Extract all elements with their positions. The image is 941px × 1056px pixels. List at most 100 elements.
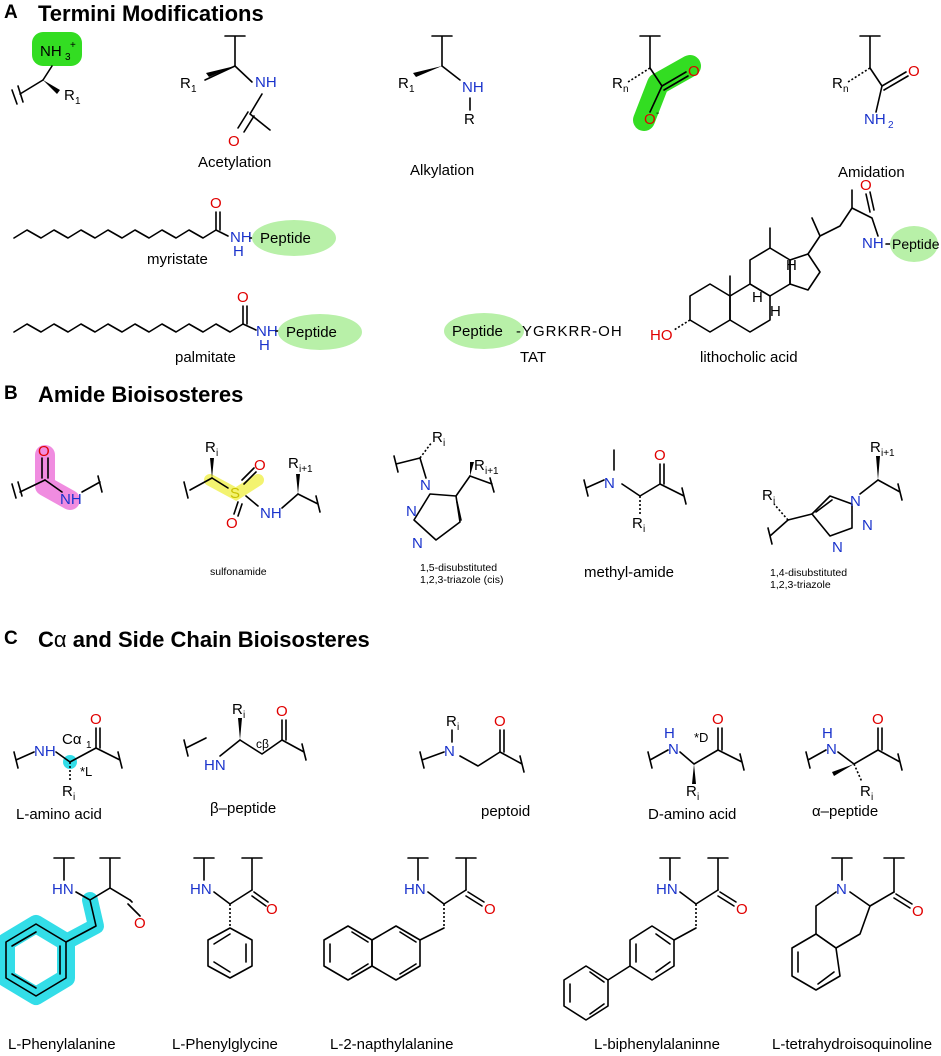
svg-text:O: O — [134, 915, 146, 932]
svg-text:O: O — [712, 711, 724, 728]
structure-n-terminus-free: NH 3 + R 1 — [11, 32, 82, 107]
svg-text:O: O — [90, 711, 102, 728]
svg-text:cβ: cβ — [256, 737, 269, 751]
structure-l-phenylglycine: HN O — [190, 857, 278, 979]
svg-text:R: R — [180, 75, 191, 92]
svg-text:Peptide: Peptide — [452, 323, 503, 340]
svg-text:H: H — [822, 725, 833, 742]
svg-text:N: N — [836, 881, 847, 898]
svg-text:O: O — [484, 901, 496, 918]
panel-a-letter: A — [4, 2, 18, 23]
panel-b-letter: B — [4, 383, 18, 404]
svg-text:NH: NH — [256, 323, 278, 340]
label-amidation: Amidation — [838, 164, 905, 181]
structure-methyl-amide: N R i O — [583, 447, 687, 535]
svg-text:NH: NH — [862, 235, 884, 252]
structure-lithocholic-acid: O NH Peptide H H H HO — [650, 177, 940, 344]
svg-text:NH: NH — [60, 491, 82, 508]
structure-palmitate: O NH H Peptide — [13, 289, 362, 354]
svg-text:NH: NH — [255, 74, 277, 91]
svg-text:O: O — [912, 903, 924, 920]
structure-myristate: O NH H Peptide — [13, 195, 336, 260]
panel-b-title: Amide Bioisosteres — [38, 382, 244, 407]
svg-text:NH: NH — [230, 229, 252, 246]
svg-text:i: i — [457, 722, 459, 733]
svg-text:N: N — [668, 741, 679, 758]
svg-text:n: n — [623, 84, 629, 95]
svg-text:N: N — [862, 517, 873, 534]
svg-text:R: R — [870, 439, 881, 456]
svg-text:O: O — [860, 177, 872, 194]
svg-text:2: 2 — [888, 120, 894, 131]
label-sulfonamide: sulfonamide — [210, 566, 267, 578]
tat-sequence: -YGRKRR-OH — [516, 323, 623, 340]
svg-text:H: H — [786, 257, 797, 274]
structure-l-amino-acid: NH O Cα 1 R i *L — [13, 711, 123, 803]
svg-text:R: R — [686, 783, 697, 800]
svg-text:O: O — [237, 289, 249, 306]
label-lithocholic-acid: lithocholic acid — [700, 349, 798, 366]
svg-text:Cα: Cα — [62, 731, 82, 748]
svg-text:NH: NH — [462, 79, 484, 96]
svg-text:O: O — [908, 63, 920, 80]
label-methyl-amide: methyl-amide — [584, 564, 675, 581]
svg-text:O: O — [736, 901, 748, 918]
svg-text:O: O — [266, 901, 278, 918]
svg-text:O: O — [276, 703, 288, 720]
label-beta-peptide: β–peptide — [210, 800, 277, 817]
svg-text:i: i — [697, 792, 699, 803]
svg-text:R: R — [632, 515, 643, 532]
svg-text:Peptide: Peptide — [260, 230, 311, 247]
svg-text:i+1: i+1 — [299, 464, 313, 475]
svg-text:R: R — [62, 783, 73, 800]
label-triazole-14-line1: 1,4-disubstituted — [770, 567, 848, 579]
svg-text:i+1: i+1 — [485, 466, 499, 477]
svg-text:HN: HN — [52, 881, 74, 898]
structure-peptoid: N R i O — [419, 713, 525, 773]
svg-text:N: N — [420, 477, 431, 494]
svg-text:HN: HN — [404, 881, 426, 898]
label-triazole-15-line2: 1,2,3-triazole (cis) — [420, 574, 504, 586]
svg-text:O: O — [494, 713, 506, 730]
svg-text:N: N — [406, 503, 417, 520]
svg-text:1: 1 — [86, 740, 92, 751]
structure-l-tetrahydroisoquinoline: N O — [791, 857, 924, 991]
svg-text:N: N — [412, 535, 423, 552]
structure-amide: O NH — [11, 443, 103, 510]
svg-text:R: R — [832, 75, 843, 92]
svg-text:1: 1 — [409, 84, 415, 95]
svg-text:O: O — [254, 457, 266, 474]
svg-text:NH: NH — [864, 111, 886, 128]
svg-text:i: i — [643, 524, 645, 535]
svg-text:HN: HN — [656, 881, 678, 898]
label-alpha-peptide: α–peptide — [812, 803, 879, 820]
svg-text:H: H — [259, 337, 270, 354]
label-l-tetrahydroisoquinoline: L-tetrahydroisoquinoline — [772, 1036, 933, 1053]
svg-text:1: 1 — [191, 84, 197, 95]
svg-text:NH: NH — [260, 505, 282, 522]
svg-text:*L: *L — [80, 764, 92, 779]
svg-text:Peptide: Peptide — [892, 236, 940, 252]
label-palmitate: palmitate — [175, 349, 236, 366]
svg-text:R: R — [446, 713, 457, 730]
svg-text:NH: NH — [34, 743, 56, 760]
svg-text:i: i — [73, 792, 75, 803]
svg-text:O: O — [872, 711, 884, 728]
svg-text:H: H — [752, 289, 763, 306]
svg-text:R: R — [612, 75, 623, 92]
svg-text:N: N — [444, 743, 455, 760]
svg-text:R: R — [464, 111, 475, 128]
structure-l-2-napthylalanine: HN O — [323, 857, 496, 981]
panel-a-title: Termini Modifications — [38, 1, 264, 26]
svg-text:R: R — [432, 429, 443, 446]
structure-l-phenylalanine: HN O — [0, 857, 146, 1005]
structure-l-biphenylalaninne: HN O — [563, 857, 748, 1021]
structure-sulfonamide: R i S O O NH R i+1 — [183, 439, 321, 532]
label-triazole-14-line2: 1,2,3-triazole — [770, 579, 831, 591]
structure-d-amino-acid: H N O *D R i — [647, 711, 745, 803]
structure-triazole-15: R i N N N R i+1 — [393, 429, 499, 552]
svg-text:N: N — [604, 475, 615, 492]
structure-c-terminus-free: R n O O - — [612, 35, 701, 131]
